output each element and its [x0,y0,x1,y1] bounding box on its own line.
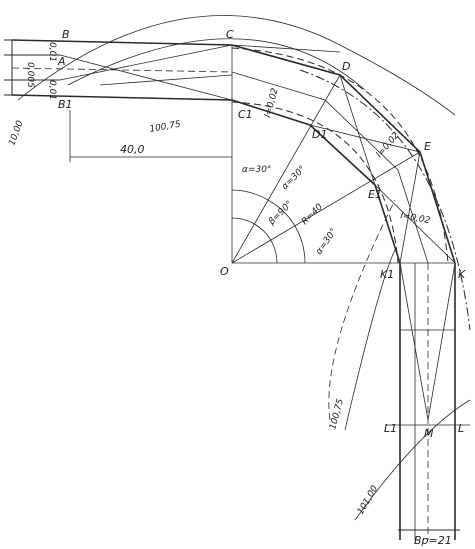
dim-width: Bp=21 [414,534,452,547]
curve-hatch-3 [399,151,421,264]
dim-distance-40: 40,0 [120,143,145,156]
dim-chainage-upper: 100,75 [149,120,182,135]
curve-hatch-1 [309,124,421,153]
lower-arc-3 [328,199,396,421]
label-D: D [342,60,350,73]
dim-left-mid: 0,005 [25,62,35,88]
radius-O-D [231,74,341,264]
curve-hatch-2 [339,74,376,186]
edge-B-C [11,39,233,46]
curve-hatch-4 [374,184,456,264]
curve-arc-dashed-inner [231,101,399,264]
curve-inner [231,99,401,264]
label-M: M [424,427,434,440]
extension-top [231,44,341,53]
label-O: O [220,265,229,278]
curve-arc-dashed-outer [231,47,449,264]
angle-arc-1 [231,189,269,201]
dim-left-chainage: 10,00 [7,119,25,147]
hatch-1 [59,54,233,101]
angle-beta: β=90° [266,199,294,227]
curve-outer [231,44,456,264]
label-E: E [424,140,431,153]
dim-top-offset-2: 0,01 [47,80,57,100]
dim-chainage-right: 100,75 [328,398,346,431]
lower-arc-1 [344,249,396,431]
label-L: L [458,422,464,435]
angle-alpha-2: α=30° [280,164,308,192]
angle-arc-2 [267,199,296,227]
label-A: A [57,55,66,68]
label-D1: D1 [312,128,327,141]
label-E1: E1 [368,188,382,201]
centerline-top [11,67,233,73]
lower-hatch-2 [427,262,456,421]
curve-mid-1 [231,71,429,264]
angle-alpha-3: α=30° [314,227,339,257]
radius-O-E [231,151,421,264]
label-C1: C1 [238,108,253,121]
angle-alpha-1: α=30° [242,165,271,175]
label-B: B [62,28,70,41]
edge-B1-C1 [11,94,233,101]
dim-length-de: l=0,02 [375,130,402,160]
lower-arc-2 [354,399,471,521]
label-B1: B1 [58,98,73,111]
label-L1: L1 [384,422,397,435]
radius-label: R=40 [300,202,325,227]
label-K1: K1 [380,268,394,281]
outer-arc-large [17,15,456,116]
label-C: C [226,28,234,41]
outer-arc-mid [67,38,366,91]
beta-arc [231,217,278,264]
dim-top-offset-1: 0,01 [47,42,57,62]
label-K: K [458,268,466,281]
dim-chainage-bottom: 101,00 [356,484,381,517]
hatch-3 [99,74,233,86]
lower-hatch-1 [399,262,429,421]
angle-arc-3 [294,225,306,264]
hatch-2 [59,44,233,81]
curve-arc-dashed-right [299,69,471,331]
